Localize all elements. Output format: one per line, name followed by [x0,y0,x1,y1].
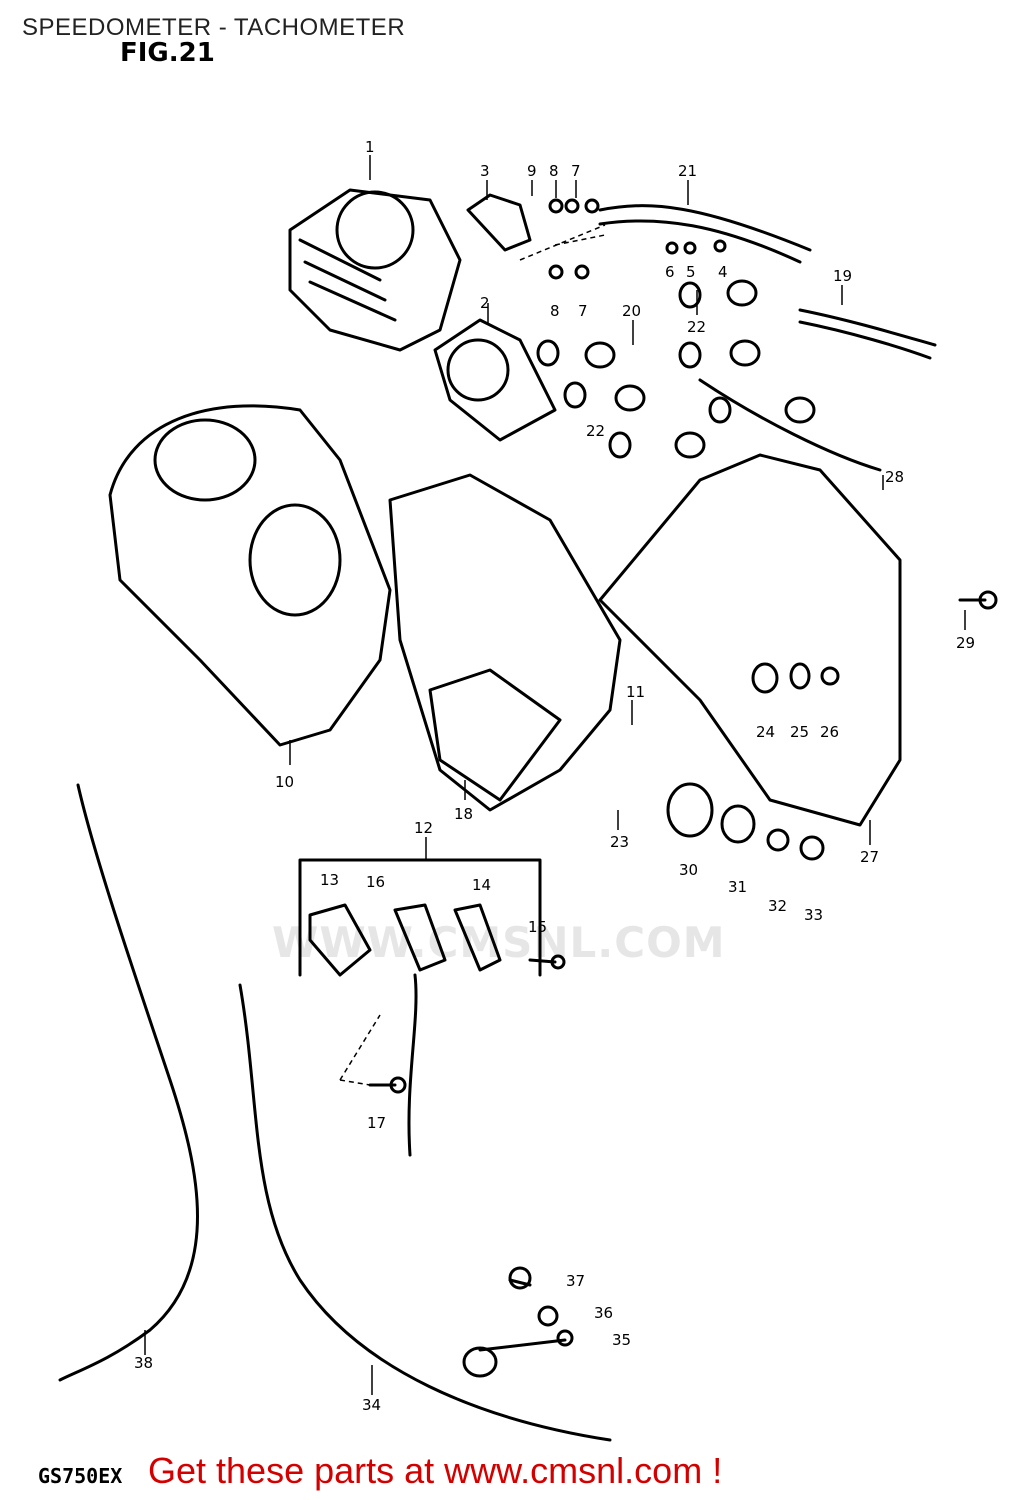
callout-25: 25 [790,723,809,741]
callout-1: 1 [365,138,375,156]
switch-blocks [298,858,542,977]
washer-36 [537,1305,559,1327]
callout-38: 38 [134,1354,153,1372]
tachometer-cable [238,983,612,1442]
callout-29: 29 [956,634,975,652]
callout-12: 12 [414,819,433,837]
speedometer-part [288,188,462,352]
callout-7a: 7 [571,162,581,180]
page-title: SPEEDOMETER - TACHOMETER [22,14,406,41]
callout-27: 27 [860,848,879,866]
callout-16: 16 [366,873,385,891]
callout-33: 33 [804,906,823,924]
callout-24: 24 [756,723,775,741]
callout-6: 6 [665,263,675,281]
callout-28: 28 [885,468,904,486]
callout-21: 21 [678,162,697,180]
promo-link[interactable]: Get these parts at www.cmsnl.com ! [148,1450,723,1491]
callout-30: 30 [679,861,698,879]
callout-7b: 7 [578,302,588,320]
indicator-part [466,193,532,252]
callout-17: 17 [367,1114,386,1132]
callout-9: 9 [527,162,537,180]
callout-37: 37 [566,1272,585,1290]
callout-4: 4 [718,263,728,281]
washer-set [548,198,727,280]
bulb-sockets [536,279,816,459]
callout-15: 15 [528,918,547,936]
cable-19 [798,308,937,347]
cable-28 [698,378,882,472]
callout-10: 10 [275,773,294,791]
callout-8b: 8 [550,302,560,320]
callout-3: 3 [480,162,490,180]
figure-number: FIG.21 [120,38,215,68]
cable-21 [598,204,812,252]
bolt-37 [508,1266,532,1290]
callout-31: 31 [728,878,747,896]
callout-26: 26 [820,723,839,741]
callout-19: 19 [833,267,852,285]
callout-36: 36 [594,1304,613,1322]
model-code: GS750EX [38,1464,123,1488]
switch-lead [407,973,418,1157]
callout-22a: 22 [687,318,706,336]
front-housing [108,404,392,747]
callout-18: 18 [454,805,473,823]
callout-14: 14 [472,876,491,894]
callout-32: 32 [768,897,787,915]
callout-5: 5 [686,263,696,281]
tachometer-part [433,318,557,442]
callout-2: 2 [480,294,490,312]
speedometer-cable [58,783,199,1382]
callout-8a: 8 [549,162,559,180]
callout-20: 20 [622,302,641,320]
callout-34: 34 [362,1396,381,1414]
clamp-35 [462,1346,498,1378]
callout-22b: 22 [586,422,605,440]
callout-23: 23 [610,833,629,851]
callout-11: 11 [626,683,645,701]
callout-13: 13 [320,871,339,889]
callout-35: 35 [612,1331,631,1349]
inner-case [388,473,622,812]
grommets [666,662,840,861]
rear-cover [598,453,902,827]
